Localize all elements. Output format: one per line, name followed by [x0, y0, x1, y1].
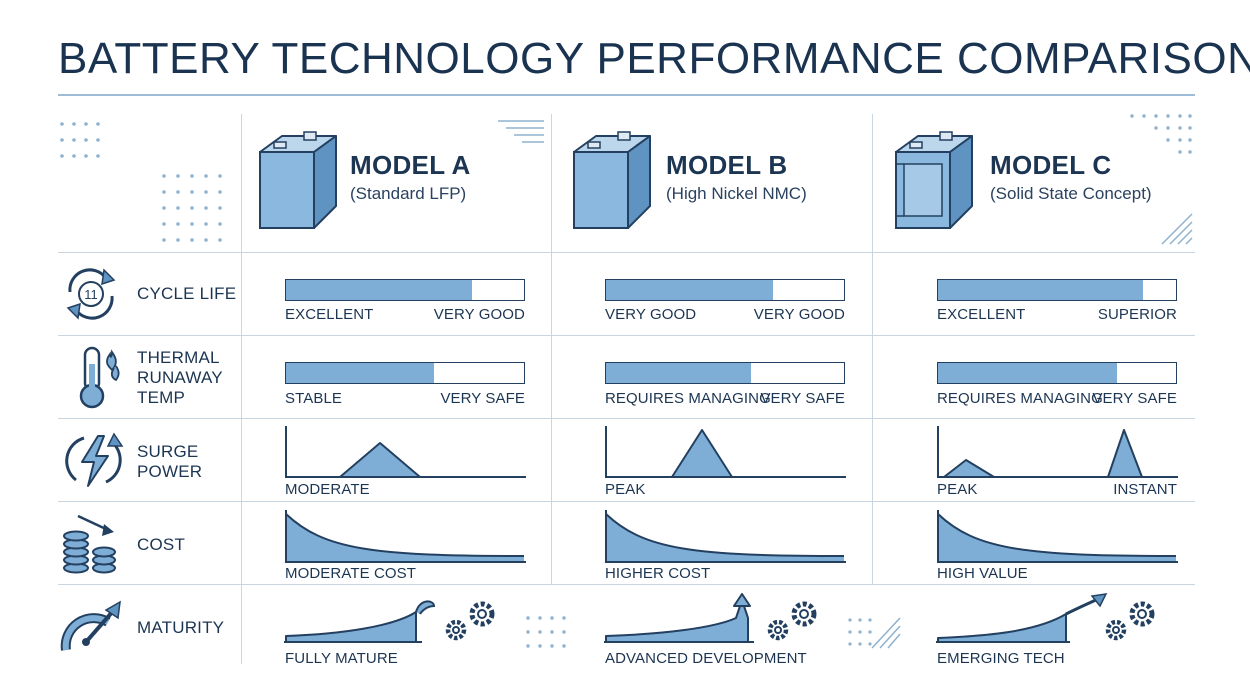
grid-divider	[58, 501, 1195, 502]
cycle-icon: 11	[66, 268, 116, 320]
cycle-life-bar-a	[285, 279, 525, 301]
cost-curve-b	[605, 510, 846, 563]
maturity-caption-c: EMERGING TECH	[937, 650, 1065, 667]
thermal-low-b: REQUIRES MANAGING	[605, 390, 771, 407]
maturity-caption-b: ADVANCED DEVELOPMENT	[605, 650, 807, 667]
battery-icon	[895, 131, 973, 229]
battery-icon	[573, 131, 651, 229]
row-label-cycle-life: CYCLE LIFE	[137, 284, 236, 304]
surge-curve-c	[937, 426, 1178, 478]
grid-divider	[58, 335, 1195, 336]
row-label-line: THERMAL	[137, 348, 220, 367]
cycle-life-low-b: VERY GOOD	[605, 306, 697, 323]
maturity-curve-c	[936, 593, 1108, 643]
lines-decoration-icon	[498, 120, 544, 143]
thermal-bar-fill	[286, 363, 434, 383]
model-c-subtitle: (Solid State Concept)	[990, 184, 1152, 203]
grid-divider	[58, 418, 1195, 419]
gears-icon	[1105, 601, 1155, 641]
thermal-high-c: VERY SAFE	[1092, 390, 1177, 407]
coins-icon	[63, 514, 116, 574]
surge-caption-a: MODERATE	[285, 481, 370, 498]
battery-icon	[259, 131, 337, 229]
maturity-curve-a	[284, 600, 436, 643]
surge-curve-b	[605, 426, 846, 478]
cycle-life-bar-fill	[938, 280, 1143, 300]
thermal-low-a: STABLE	[285, 390, 343, 407]
row-label-cost: COST	[137, 535, 185, 555]
title-divider	[58, 94, 1195, 96]
maturity-curve-b	[604, 593, 754, 643]
cost-caption-a: MODERATE COST	[285, 565, 417, 582]
row-label-line: SURGE	[137, 442, 199, 461]
surge-caption-b: PEAK	[605, 481, 646, 498]
gears-icon	[445, 601, 495, 641]
thermal-bar-c	[937, 362, 1177, 384]
row-label-line: RUNAWAY	[137, 368, 223, 387]
thermal-bar-fill	[938, 363, 1117, 383]
hatch-decoration-icon	[1161, 213, 1193, 245]
gears-icon	[767, 601, 817, 641]
model-b-name: MODEL B	[666, 150, 788, 180]
maturity-caption-a: FULLY MATURE	[285, 650, 398, 667]
row-label-line: TEMP	[137, 388, 186, 407]
hatch-decoration-icon	[871, 617, 901, 649]
dot-pattern-icon	[526, 616, 566, 648]
surge-caption-c-left: PEAK	[937, 481, 978, 498]
surge-caption-c-right: INSTANT	[1113, 481, 1177, 498]
row-label-line: COST	[137, 535, 186, 554]
thermal-low-c: REQUIRES MANAGING	[937, 390, 1103, 407]
row-label-surge: SURGE POWER	[137, 442, 202, 482]
model-a-subtitle: (Standard LFP)	[350, 184, 467, 203]
cost-curve-a	[285, 510, 526, 563]
cycle-life-low-a: EXCELLENT	[285, 306, 374, 323]
thermal-high-b: VERY SAFE	[760, 390, 845, 407]
surge-curve-a	[285, 426, 526, 478]
dot-pattern-icon	[162, 174, 222, 242]
cycle-icon-count: 11	[84, 287, 98, 302]
cost-caption-b: HIGHER COST	[605, 565, 711, 582]
grid-divider	[872, 114, 873, 584]
grid-divider	[58, 252, 1195, 253]
row-label-maturity: MATURITY	[137, 618, 224, 638]
grid-divider	[241, 114, 242, 252]
dot-pattern-icon	[60, 122, 100, 158]
cycle-life-bar-fill	[606, 280, 773, 300]
thermal-high-a: VERY SAFE	[440, 390, 525, 407]
cycle-life-high-a: VERY GOOD	[433, 306, 525, 323]
model-c-name: MODEL C	[990, 150, 1112, 180]
cycle-life-high-b: VERY GOOD	[753, 306, 845, 323]
thermal-bar-b	[605, 362, 845, 384]
model-b-subtitle: (High Nickel NMC)	[666, 184, 807, 203]
cycle-life-low-c: EXCELLENT	[937, 306, 1026, 323]
grid-divider	[241, 252, 242, 664]
row-label-line: POWER	[137, 462, 203, 481]
grid-divider	[58, 584, 1195, 585]
cycle-life-high-c: SUPERIOR	[1097, 306, 1177, 323]
cost-caption-c: HIGH VALUE	[937, 565, 1028, 582]
grid-divider	[551, 114, 552, 584]
cycle-life-bar-fill	[286, 280, 472, 300]
gauge-arrow-icon	[60, 600, 121, 651]
cost-curve-c	[937, 510, 1178, 563]
dot-pattern-icon	[848, 618, 872, 646]
thermal-bar-fill	[606, 363, 752, 383]
page-title: BATTERY TECHNOLOGY PERFORMANCE COMPARISO…	[58, 34, 1250, 83]
model-a-name: MODEL A	[350, 150, 471, 180]
row-label-line: CYCLE LIFE	[137, 284, 237, 303]
row-label-line: MATURITY	[137, 618, 225, 637]
thermometer-icon	[79, 346, 120, 409]
thermal-bar-a	[285, 362, 525, 384]
cycle-life-bar-c	[937, 279, 1177, 301]
dot-pattern-icon	[1130, 114, 1192, 154]
row-label-thermal: THERMAL RUNAWAY TEMP	[137, 348, 223, 408]
lightning-icon	[65, 432, 124, 487]
cycle-life-bar-b	[605, 279, 845, 301]
